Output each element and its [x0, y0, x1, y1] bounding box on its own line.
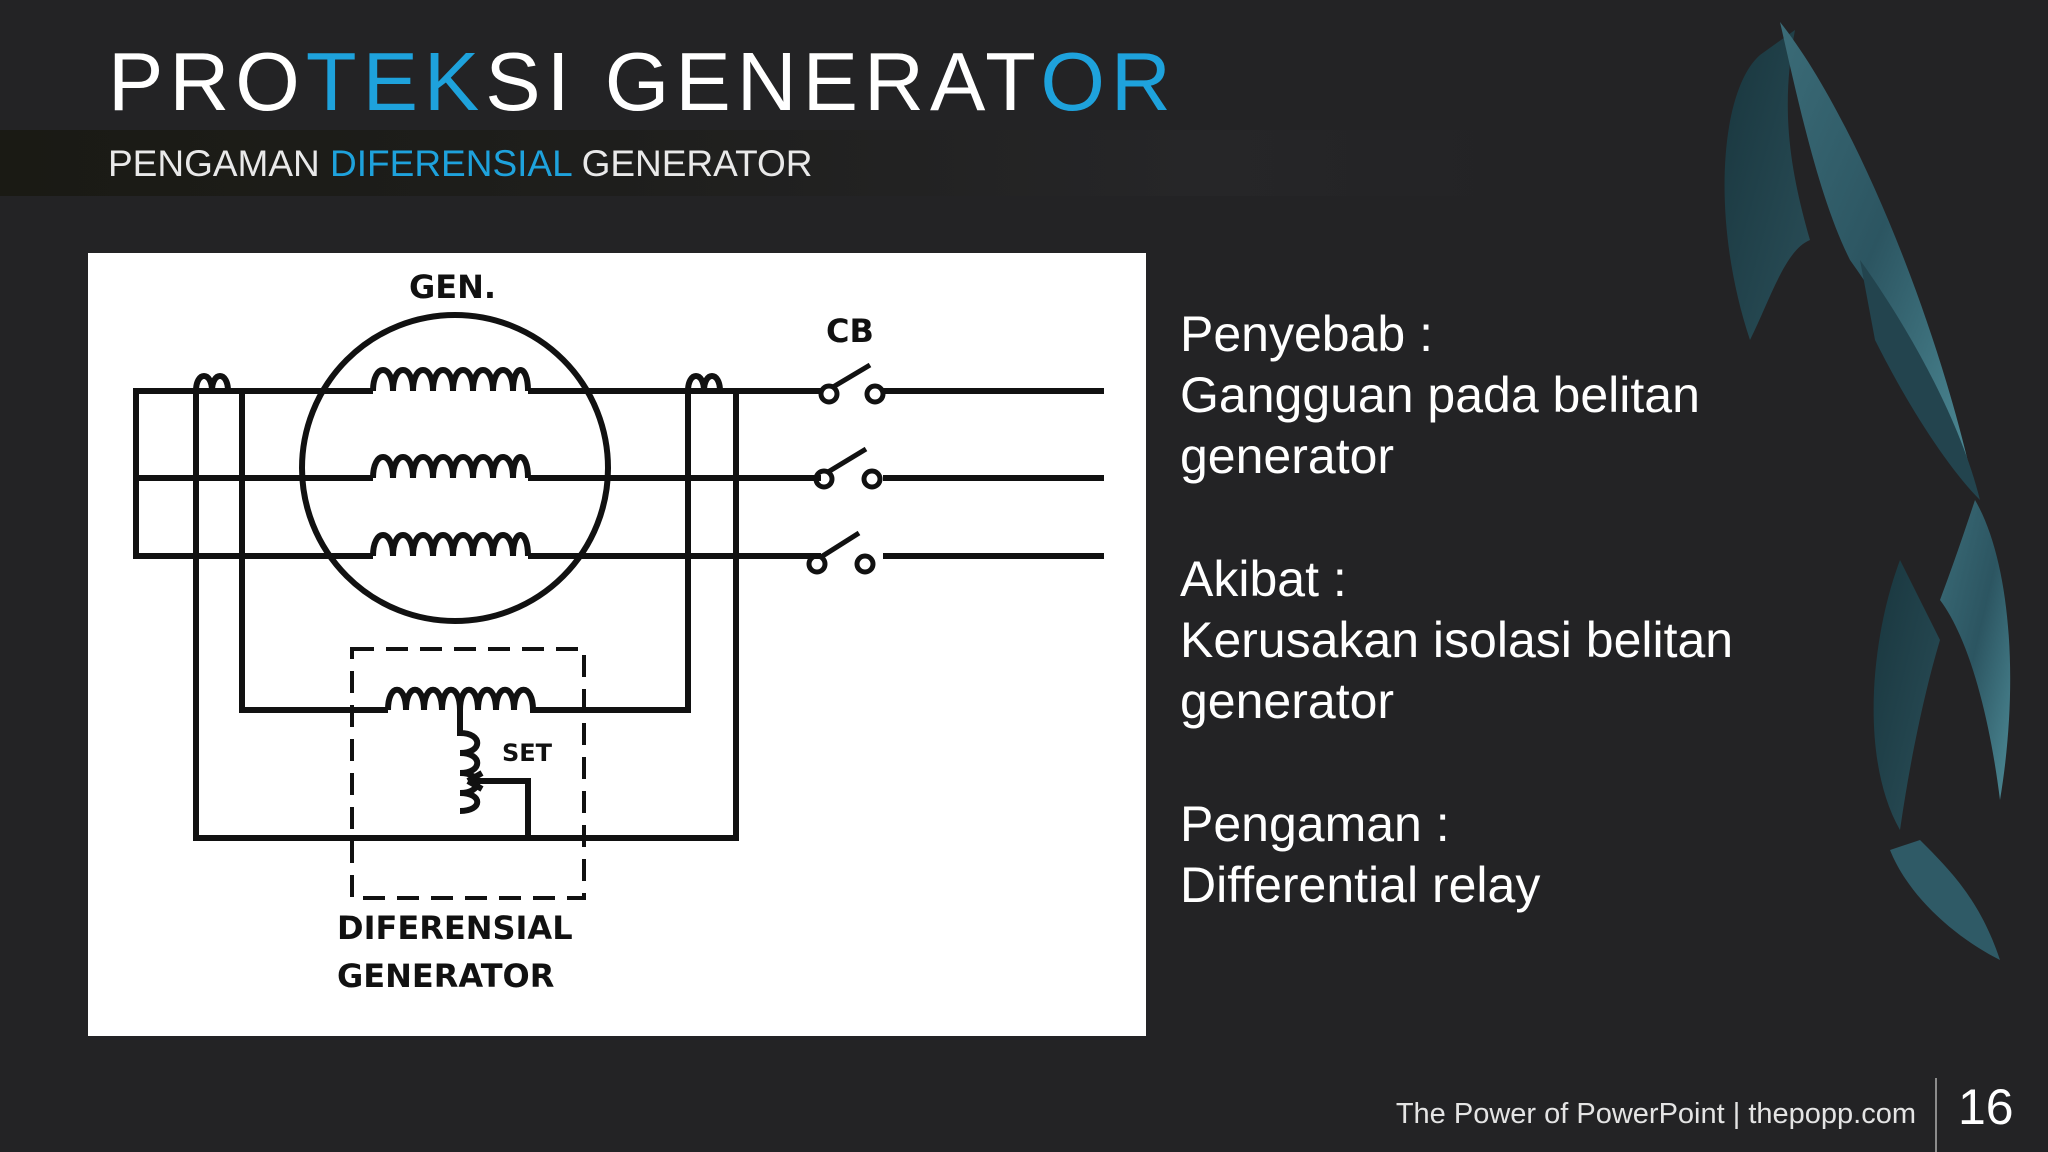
- cb-blade-2: [826, 446, 868, 475]
- title-part-4-accent: OR: [1040, 35, 1177, 128]
- slide-subtitle: PENGAMAN DIFERENSIAL GENERATOR: [108, 145, 813, 182]
- slide-title: PROTEKSI GENERATOR: [108, 40, 1177, 123]
- protection-line-1: Differential relay: [1180, 857, 1541, 913]
- generator-circle: [299, 312, 611, 624]
- relay-set-coil: [457, 710, 481, 814]
- effect-line-2: generator: [1180, 673, 1395, 729]
- content-text-block: Penyebab : Gangguan pada belitan generat…: [1180, 304, 1800, 916]
- effect-heading: Akibat :: [1180, 551, 1347, 607]
- cb-blade-3: [819, 530, 861, 560]
- cause-line-1: Gangguan pada belitan: [1180, 367, 1700, 423]
- ct-left-wire-outer: [193, 391, 739, 841]
- decorative-swoosh-graphic: [1724, 22, 2011, 960]
- cause-paragraph: Penyebab : Gangguan pada belitan generat…: [1180, 304, 1800, 487]
- label-relay-line1: DIFERENSIAL: [337, 909, 573, 947]
- subtitle-part-1: PENGAMAN: [108, 143, 331, 184]
- relay-coil: [385, 687, 540, 713]
- subtitle-band: [0, 130, 1500, 196]
- cb-contact-2b: [861, 468, 883, 490]
- cb-blade-1: [831, 362, 872, 390]
- cb-contact-2a: [813, 468, 835, 490]
- page-number: 16: [1958, 1079, 2014, 1135]
- label-set: SET: [502, 739, 553, 767]
- relay-set-arrowhead: [466, 770, 484, 792]
- gen-winding-2: [370, 454, 531, 479]
- protection-heading: Pengaman :: [1180, 796, 1450, 852]
- ct-left: [193, 373, 231, 392]
- cause-heading: Penyebab :: [1180, 306, 1433, 362]
- gen-winding-3: [370, 532, 531, 557]
- title-part-1: PRO: [108, 35, 306, 128]
- ct-right-wire-inner: [540, 391, 691, 713]
- effect-line-1: Kerusakan isolasi belitan: [1180, 612, 1734, 668]
- footer-divider: [1935, 1078, 1937, 1152]
- protection-paragraph: Pengaman : Differential relay: [1180, 794, 1800, 916]
- relay-dashed-box: [350, 647, 586, 900]
- cb-contact-3b: [854, 553, 876, 575]
- subtitle-part-2-accent: DIFERENSIAL: [330, 143, 572, 184]
- relay-set-arrow: [468, 778, 531, 838]
- footer-credit: The Power of PowerPoint | thepopp.com: [1395, 1098, 1916, 1130]
- label-gen: GEN.: [409, 268, 496, 306]
- title-part-2-accent: TEK: [305, 35, 486, 128]
- label-cb: CB: [826, 312, 874, 350]
- circuit-diagram-image: GEN. CB SET DIFERENSIAL GENERATOR: [88, 253, 1146, 1036]
- ct-right: [685, 373, 723, 392]
- cb-contact-3a: [806, 553, 828, 575]
- gen-winding-1: [370, 367, 531, 392]
- differential-protection-circuit: GEN. CB SET DIFERENSIAL GENERATOR: [133, 268, 1104, 995]
- ct-left-wire-inner: [228, 388, 388, 713]
- title-part-3: SI GENERAT: [485, 35, 1041, 128]
- cb-contact-1b: [864, 383, 886, 405]
- label-relay-line2: GENERATOR: [337, 957, 554, 995]
- cause-line-2: generator: [1180, 428, 1395, 484]
- cb-contact-1a: [818, 383, 840, 405]
- effect-paragraph: Akibat : Kerusakan isolasi belitan gener…: [1180, 549, 1800, 732]
- subtitle-part-3: GENERATOR: [571, 143, 813, 184]
